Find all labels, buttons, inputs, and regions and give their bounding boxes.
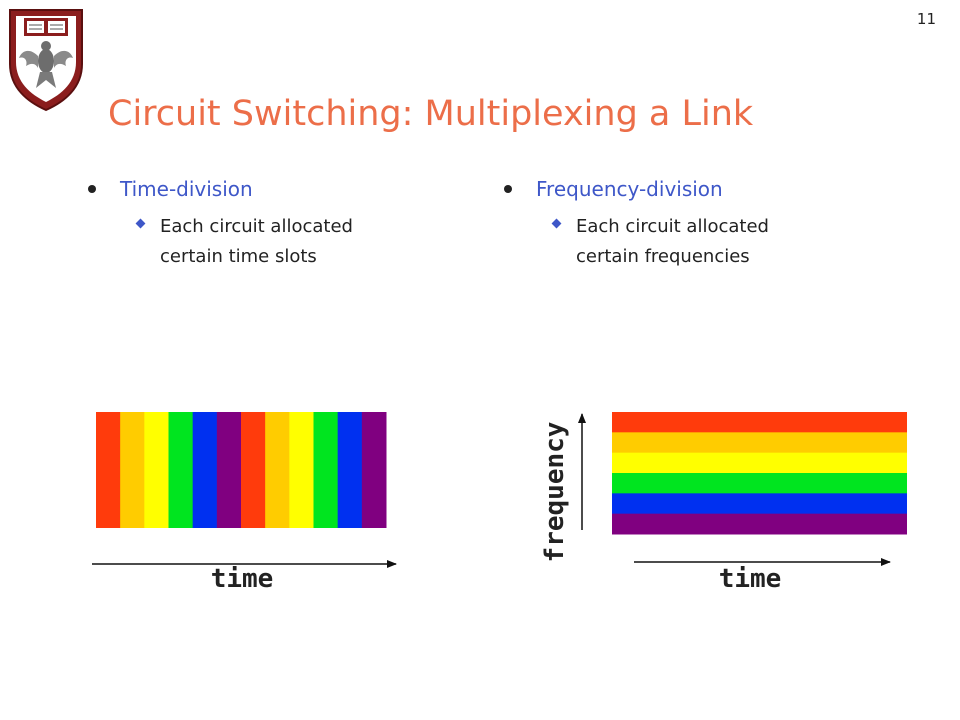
diamond-bullet-icon [135, 218, 146, 229]
time-slot [289, 412, 314, 528]
time-slots-group [96, 412, 387, 528]
time-slot [96, 412, 121, 528]
diamond-bullet-icon [551, 218, 562, 229]
time-slot [241, 412, 266, 528]
slide-number: 11 [916, 10, 936, 28]
sub-bullet-line: Each circuit allocated [576, 216, 769, 237]
time-slot [216, 412, 242, 528]
university-crest-logo [9, 9, 83, 112]
sub-bullet-line: Each circuit allocated [160, 216, 353, 237]
sub-bullet-item: Each circuit allocated certain time slot… [84, 212, 484, 272]
time-division-diagram: time [92, 412, 397, 594]
bullet-dot-icon [504, 185, 512, 193]
time-slot [265, 412, 290, 528]
bullet-dot-icon [88, 185, 96, 193]
frequency-band [612, 432, 907, 454]
bullet-item: Time-division [84, 176, 484, 206]
bullet-text: Frequency-division [536, 177, 723, 201]
bullet-text: Time-division [120, 177, 253, 201]
bullet-item: Frequency-division [500, 176, 900, 206]
time-division-column: Time-division Each circuit allocated cer… [84, 176, 484, 272]
frequency-band [612, 412, 907, 433]
frequency-bands-group [612, 412, 907, 535]
sub-bullet-item: Each circuit allocated certain frequenci… [500, 212, 900, 272]
slide-title: Circuit Switching: Multiplexing a Link [108, 94, 754, 134]
time-axis-label: time [719, 564, 782, 594]
frequency-division-diagram: frequency time [540, 412, 907, 594]
frequency-band [612, 452, 907, 474]
time-slot [192, 412, 218, 528]
time-slot [337, 412, 363, 528]
sub-bullet-line: certain time slots [160, 246, 317, 267]
time-axis-label: time [211, 564, 274, 594]
time-slot [144, 412, 169, 528]
frequency-band [612, 493, 907, 515]
time-slot [168, 412, 194, 528]
time-slot [120, 412, 145, 528]
time-slot [361, 412, 387, 528]
sub-bullet-line: certain frequencies [576, 246, 750, 267]
frequency-band [612, 473, 907, 494]
frequency-division-column: Frequency-division Each circuit allocate… [500, 176, 900, 272]
frequency-axis-label: frequency [540, 422, 570, 563]
time-slot [313, 412, 339, 528]
frequency-band [612, 513, 907, 535]
